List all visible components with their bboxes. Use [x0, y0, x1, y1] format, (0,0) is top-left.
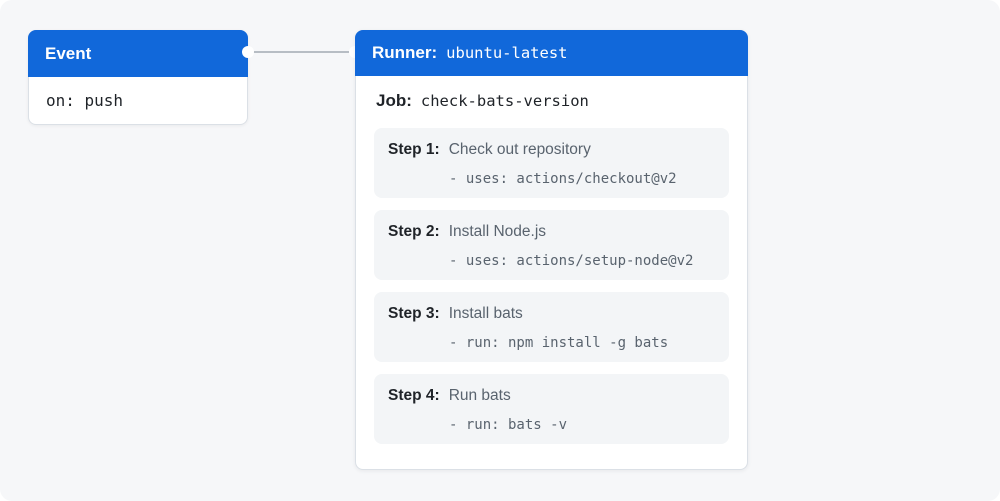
runner-node: Runner: ubuntu-latest Job: check-bats-ve…: [355, 30, 748, 470]
runner-label: Runner:: [372, 43, 438, 62]
connector-dot-icon: [242, 46, 254, 58]
job-name: check-bats-version: [420, 92, 589, 110]
step-label: Step 1:: [388, 141, 440, 158]
step-code: - run: bats -v: [449, 417, 568, 433]
step-label: Step 2:: [388, 223, 440, 240]
job-row: Job: check-bats-version: [374, 91, 729, 111]
step-description: Check out repository: [448, 141, 591, 158]
event-node-body: on: push: [29, 77, 247, 124]
job-label: Job:: [376, 91, 412, 110]
step-code: - uses: actions/checkout@v2: [449, 171, 677, 187]
step-description: Install bats: [448, 305, 523, 322]
step-code: - run: npm install -g bats: [449, 335, 669, 351]
step-description: Run bats: [448, 387, 511, 404]
step-card-1: Step 1: Check out repository - uses: act…: [374, 128, 729, 198]
event-node-header: Event: [28, 30, 248, 77]
step-label: Step 4:: [388, 387, 440, 404]
step-card-2: Step 2: Install Node.js - uses: actions/…: [374, 210, 729, 280]
runner-value: ubuntu-latest: [446, 44, 568, 62]
step-title-row: Step 1: Check out repository: [388, 141, 715, 159]
step-code: - uses: actions/setup-node@v2: [449, 253, 694, 269]
step-description: Install Node.js: [448, 223, 547, 240]
runner-node-body: Job: check-bats-version Step 1: Check ou…: [356, 76, 747, 469]
event-trigger-code: on: push: [46, 91, 124, 110]
step-card-3: Step 3: Install bats - run: npm install …: [374, 292, 729, 362]
event-title: Event: [45, 43, 92, 63]
step-label: Step 3:: [388, 305, 440, 322]
step-card-4: Step 4: Run bats - run: bats -v: [374, 374, 729, 444]
step-title-row: Step 4: Run bats: [388, 387, 715, 405]
event-node: Event on: push: [28, 30, 248, 125]
connector-line: [248, 51, 355, 53]
step-title-row: Step 3: Install bats: [388, 305, 715, 323]
step-title-row: Step 2: Install Node.js: [388, 223, 715, 241]
runner-node-header: Runner: ubuntu-latest: [355, 30, 748, 76]
